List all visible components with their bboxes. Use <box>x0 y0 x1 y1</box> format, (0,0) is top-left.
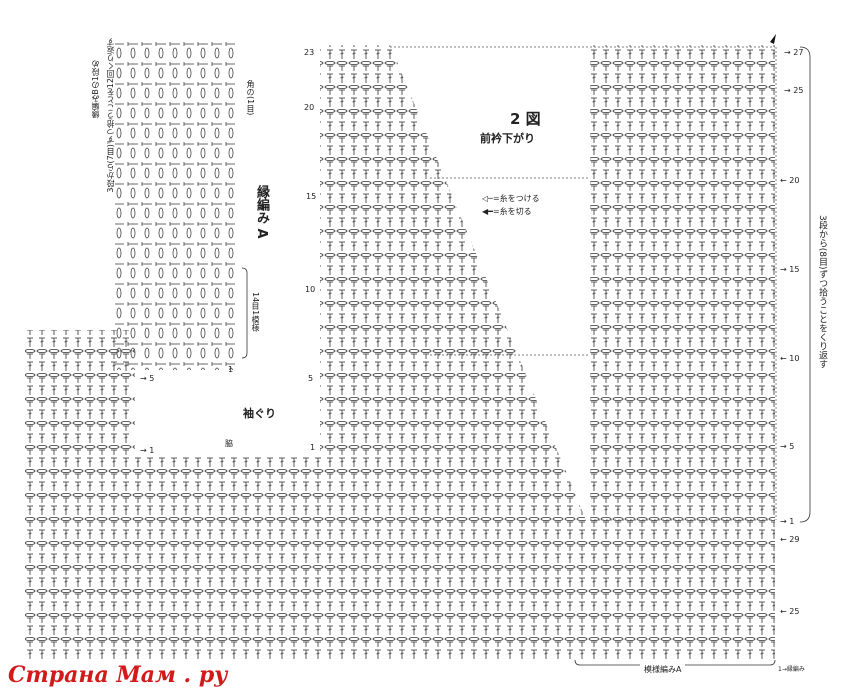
left-row-5: → 5 <box>140 374 155 383</box>
edging-corner-note: 角の(1目) <box>246 80 255 116</box>
center-row-5: 5 <box>308 374 314 383</box>
join-yarn-icon: ◁─ <box>482 194 493 203</box>
right-row-27: → 27 <box>784 48 804 57</box>
left-row-1: → 1 <box>140 446 155 455</box>
right-repeat-note: 3段から(8目)ずつ拾うことをくり返す <box>817 215 827 369</box>
legend-join-yarn: ◁─=糸をつける <box>482 194 540 203</box>
edging-a-chart <box>115 40 235 370</box>
bottom-edging-label: 1→縁編み <box>778 666 805 673</box>
legend-cut-yarn: ◀━=糸を切る <box>482 207 532 216</box>
center-row-20: 20 <box>304 103 315 112</box>
cut-yarn-mark <box>770 34 776 44</box>
edging-row-1: 1 <box>228 365 234 374</box>
right-row-25: → 25 <box>784 86 804 95</box>
side-label: 脇 <box>225 439 233 448</box>
center-row-15: 15 <box>306 192 317 201</box>
right-row-15: → 15 <box>780 265 800 274</box>
body-chart <box>25 45 775 660</box>
center-row-10: 10 <box>305 285 316 294</box>
armhole-label: 袖ぐり <box>243 407 276 420</box>
cut-yarn-icon: ◀━ <box>482 207 493 216</box>
watermark: Страна Мам . ру <box>8 662 228 688</box>
edging-repeat-note: 14目1模様 <box>251 292 260 332</box>
edging-top-note: 3段から(7目)ずつ拾うことを12回くり返す <box>106 38 115 193</box>
right-row-10: ← 10 <box>780 354 800 363</box>
right-row-29: ← 29 <box>780 535 800 544</box>
edging-start-note: 縁編みBの1段め <box>91 60 100 119</box>
right-row-1: → 1 <box>780 517 795 526</box>
right-row-5: → 5 <box>780 442 795 451</box>
bottom-pattern-label: 模様編みA <box>640 664 686 675</box>
center-row-23: 23 <box>304 48 315 57</box>
edging-title: 縁編み A <box>254 185 269 239</box>
center-row-1: 1 <box>310 443 316 452</box>
figure-title: 2 図 <box>510 110 541 128</box>
figure-subtitle: 前衿下がり <box>480 132 535 145</box>
right-row-20: ← 20 <box>780 176 800 185</box>
right-row-25b: ← 25 <box>780 607 800 616</box>
